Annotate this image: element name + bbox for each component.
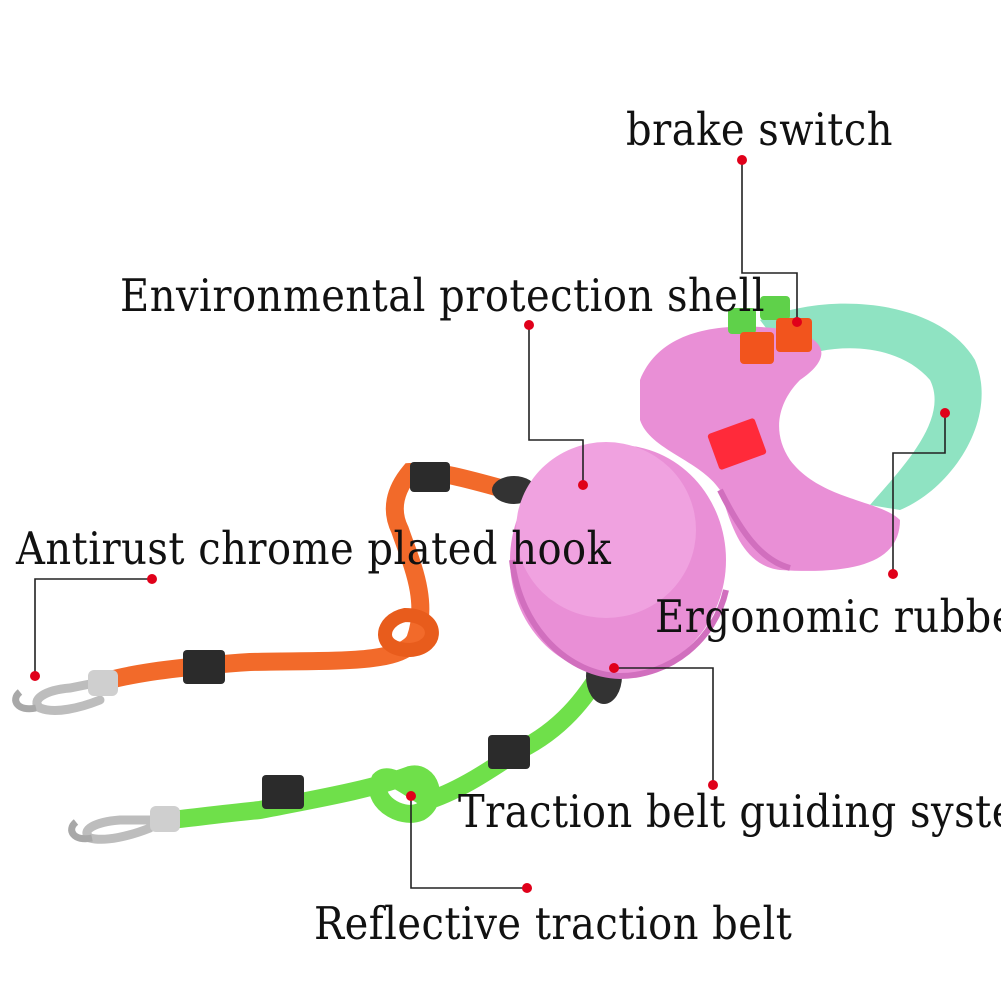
green-strap xyxy=(161,648,622,829)
hook-metal-2 xyxy=(68,806,180,844)
label-chrome-hook: Antirust chrome plated hook xyxy=(16,523,612,576)
leader-lines xyxy=(34,160,946,889)
handle xyxy=(760,303,982,510)
label-protection-shell: Environmental protection shell xyxy=(120,270,766,323)
marker-dots xyxy=(30,155,950,893)
label-guiding-system: Traction belt guiding system xyxy=(458,786,1001,839)
label-traction-belt: Reflective traction belt xyxy=(314,898,793,951)
brake-buttons xyxy=(728,296,812,364)
orange-strap xyxy=(101,462,536,689)
label-ergonomic-rubber: Ergonomic rubber xyxy=(655,591,1001,644)
shell-front xyxy=(509,442,729,680)
label-brake-switch: brake switch xyxy=(626,104,893,157)
hook-metal-1 xyxy=(12,670,118,715)
shell-rear xyxy=(640,326,900,571)
